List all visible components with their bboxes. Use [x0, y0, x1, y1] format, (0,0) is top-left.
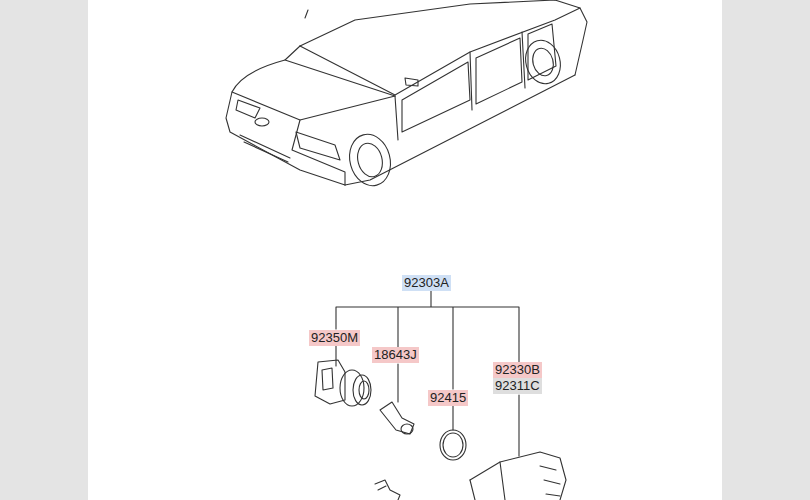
part-number: 92350M	[309, 330, 360, 346]
white-panel	[88, 0, 722, 500]
part-number: 92330B	[493, 362, 542, 378]
part-number: 18643J	[372, 347, 419, 363]
part-number: 92415	[428, 390, 468, 406]
part-number: 92311C	[493, 378, 542, 394]
part-number: 92303A	[402, 275, 451, 291]
